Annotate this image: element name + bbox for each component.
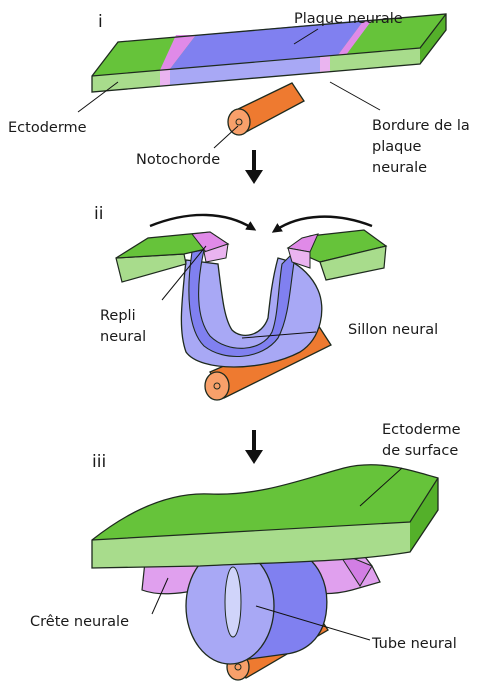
arrow-down-2 — [245, 430, 263, 464]
arrow-down-1 — [245, 150, 263, 184]
leader-bordure — [330, 82, 380, 110]
label-tube-neural: Tube neural — [372, 634, 457, 654]
label-bordure-line-2: plaque — [372, 137, 421, 157]
label-crete-neurale: Crête neurale — [30, 612, 129, 632]
surface-ectoderm-slab — [92, 465, 438, 568]
label-ecto-surface-line-2: de surface — [382, 441, 458, 461]
leader-notochorde — [214, 126, 238, 148]
label-ectoderme: Ectoderme — [8, 118, 87, 138]
fold-arrow-left — [150, 215, 252, 228]
label-notochorde: Notochorde — [136, 150, 220, 170]
label-bordure-line-3: neurale — [372, 158, 427, 178]
label-ecto-surface-line-1: Ectoderme — [382, 420, 461, 440]
fold-arrow-right — [276, 217, 372, 230]
label-plaque-neurale: Plaque neurale — [294, 9, 403, 29]
label-repli-line-1: Repli — [100, 306, 136, 326]
stage-2-neural-groove — [116, 215, 386, 464]
label-bordure-line-1: Bordure de la — [372, 116, 470, 136]
label-repli-line-2: neural — [100, 327, 146, 347]
panel-i-label: i — [98, 12, 103, 32]
notochord-1 — [228, 83, 304, 135]
panel-iii-label: iii — [92, 452, 106, 472]
label-sillon-neural: Sillon neural — [348, 320, 438, 340]
panel-ii-label: ii — [94, 204, 103, 224]
